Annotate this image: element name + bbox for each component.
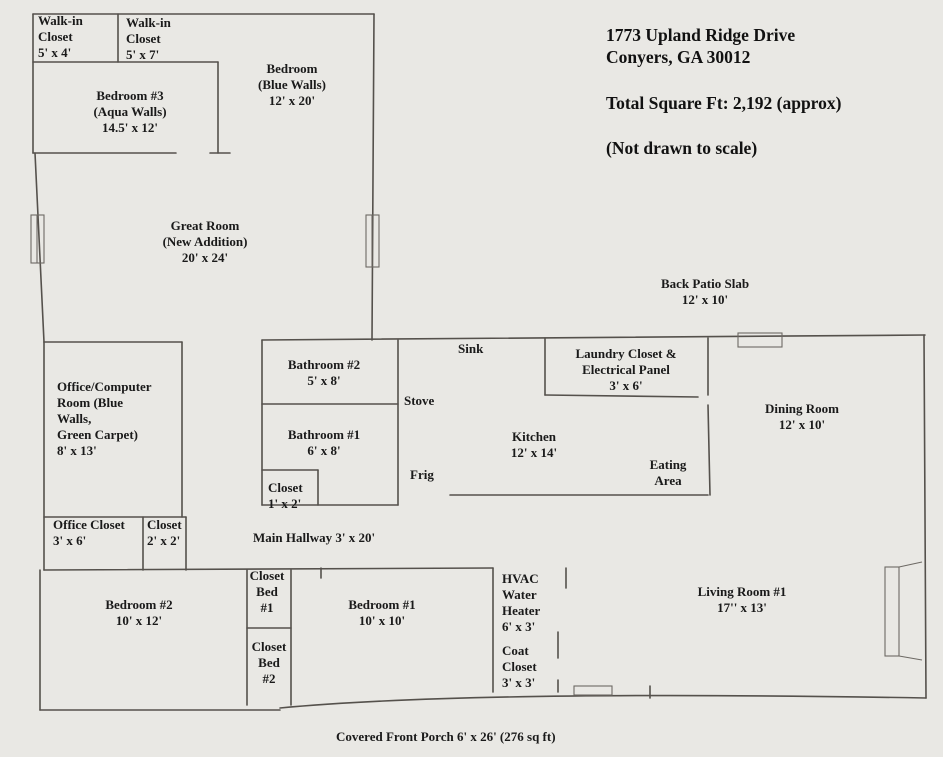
- label-bathroom-1: Bathroom #1 6' x 8': [287, 427, 361, 458]
- label-office: Office/Computer Room (Blue Walls, Green …: [57, 379, 152, 458]
- label-eating-area: Eating Area: [649, 457, 687, 488]
- window-dining: [737, 332, 783, 348]
- wall-bedrooms-top: [43, 567, 494, 571]
- label-front-porch: Covered Front Porch 6' x 26' (276 sq ft): [336, 729, 556, 744]
- label-small-closet: Closet 2' x 2': [147, 517, 182, 548]
- label-sink: Sink: [458, 341, 484, 356]
- wall-laundry-bottom: [544, 394, 699, 398]
- wall-eating-right: [707, 404, 711, 496]
- total-square-feet: Total Square Ft: 2,192 (approx): [606, 93, 842, 113]
- wall-main-top: [261, 334, 926, 341]
- label-bath-closet: Closet 1' x 2': [268, 480, 303, 511]
- label-dining-room: Dining Room 12' x 10': [764, 401, 840, 432]
- label-closet-bed-1: Closet Bed #1: [249, 568, 285, 615]
- label-kitchen: Kitchen 12' x 14': [510, 429, 558, 460]
- scale-note: (Not drawn to scale): [606, 138, 758, 158]
- label-bedroom-3: Bedroom #3 (Aqua Walls) 14.5' x 12': [93, 88, 167, 135]
- label-closet-bed-2: Closet Bed #2: [251, 639, 287, 686]
- wall-right-upper: [371, 13, 375, 341]
- label-main-hallway: Main Hallway 3' x 20': [253, 530, 376, 545]
- label-coat-closet: Coat Closet 3' x 3': [502, 643, 537, 690]
- label-living-room-1: Living Room #1 17'' x 13': [697, 584, 787, 615]
- wall-bottom-right: [279, 694, 927, 709]
- label-bedroom-blue: Bedroom (Blue Walls) 12' x 20': [257, 61, 327, 108]
- address-line-2: Conyers, GA 30012: [606, 47, 751, 67]
- label-great-room: Great Room (New Addition) 20' x 24': [162, 218, 248, 265]
- wall-great-room-left: [34, 152, 45, 343]
- wall-right: [923, 334, 927, 699]
- label-walk-in-closet-1: Walk-in Closet 5' x 4': [38, 13, 83, 60]
- label-office-closet: Office Closet 3' x 6': [53, 517, 125, 548]
- window-living: [884, 566, 900, 657]
- label-frig: Frig: [410, 467, 434, 482]
- label-bedroom-1: Bedroom #1 10' x 10': [348, 597, 416, 628]
- address-line-1: 1773 Upland Ridge Drive: [606, 25, 796, 45]
- front-door: [573, 685, 613, 696]
- label-bathroom-2: Bathroom #2 5' x 8': [287, 357, 361, 388]
- label-laundry: Laundry Closet & Electrical Panel 3' x 6…: [575, 346, 677, 393]
- label-stove: Stove: [404, 393, 435, 408]
- label-walk-in-closet-2: Walk-in Closet 5' x 7': [126, 15, 171, 62]
- label-bedroom-2: Bedroom #2 10' x 12': [105, 597, 173, 628]
- label-hvac: HVAC Water Heater 6' x 3': [502, 571, 541, 634]
- label-back-patio: Back Patio Slab 12' x 10': [660, 276, 750, 307]
